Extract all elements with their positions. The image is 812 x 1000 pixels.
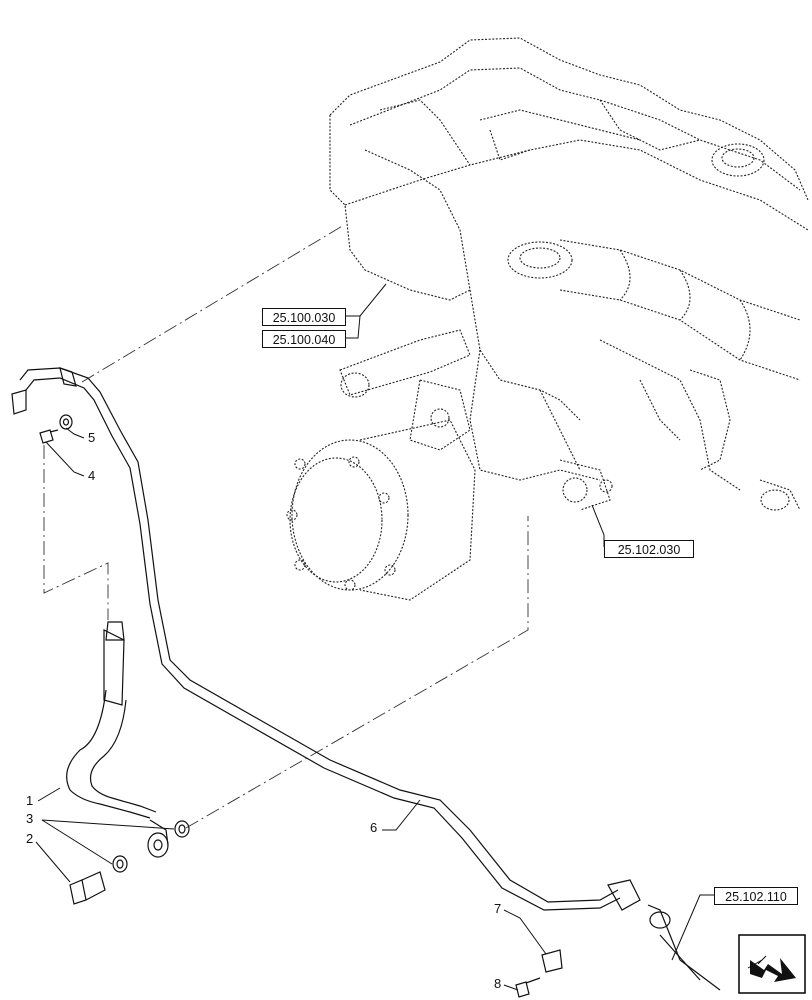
axle-assembly	[286, 37, 809, 601]
callout-8: 8	[494, 976, 502, 991]
reference-box-25-102-110[interactable]: 25.102.110	[714, 887, 798, 905]
fittings	[39, 414, 721, 998]
reference-box-25-100-040[interactable]: 25.100.040	[262, 330, 346, 348]
callout-4: 4	[88, 468, 96, 483]
callout-3: 3	[26, 811, 34, 826]
callout-1: 1	[26, 793, 34, 808]
callout-7: 7	[494, 901, 502, 916]
reference-box-25-102-030[interactable]: 25.102.030	[604, 540, 694, 558]
hose-part-1	[66, 621, 157, 819]
next-page-arrow-icon[interactable]	[738, 934, 806, 994]
callout-2: 2	[26, 831, 34, 846]
callout-6: 6	[370, 820, 378, 835]
callout-5: 5	[88, 430, 96, 445]
pipe-part-6	[11, 367, 621, 911]
reference-box-25-100-030[interactable]: 25.100.030	[262, 308, 346, 326]
alignment-lines	[43, 224, 529, 829]
leader-lines	[35, 283, 714, 991]
